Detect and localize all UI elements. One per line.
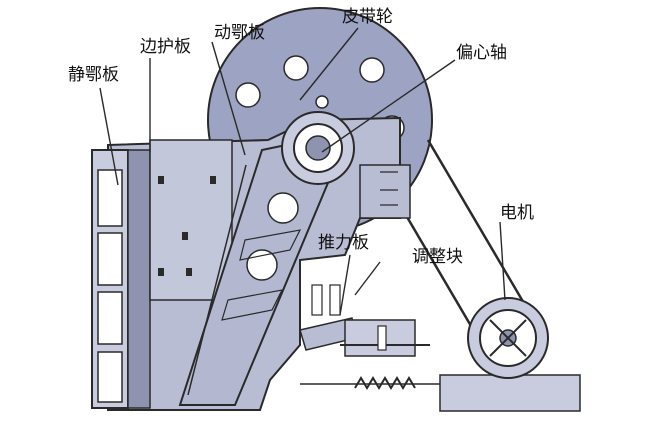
motor <box>439 297 581 412</box>
label-motor: 电机 <box>500 203 534 223</box>
eccentric-shaft <box>281 95 355 185</box>
label-static-jaw-plate: 静鄂板 <box>68 65 119 85</box>
label-adjusting-block: 调整块 <box>412 247 463 267</box>
label-eccentric-shaft: 偏心轴 <box>456 43 507 63</box>
label-moving-jaw-plate: 动鄂板 <box>214 23 265 43</box>
side-guard-plate <box>149 139 233 301</box>
label-toggle-plate: 推力板 <box>318 233 369 253</box>
leader-lines <box>99 27 506 316</box>
adjusting-block <box>300 319 440 390</box>
label-side-guard-plate: 边护板 <box>140 37 191 57</box>
label-belt-pulley: 皮带轮 <box>342 7 393 27</box>
static-jaw-plate <box>91 149 151 409</box>
